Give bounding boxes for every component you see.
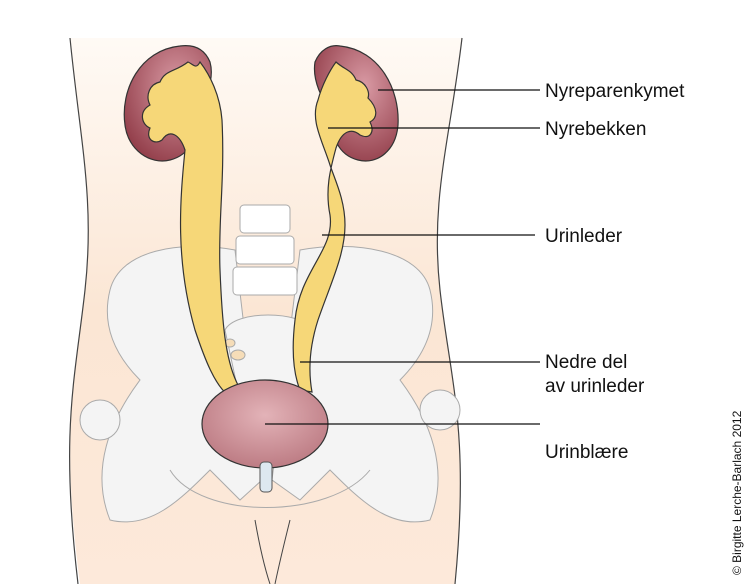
torso-right-edge	[436, 37, 463, 584]
legs-outline	[254, 519, 291, 584]
spine	[224, 204, 298, 361]
right-pelvis-ureter	[292, 61, 377, 393]
label-ureter: Urinleder	[545, 226, 623, 247]
urethra	[259, 461, 273, 493]
label-bladder: Urinblære	[545, 442, 628, 463]
label-renal-parenchyma: Nyreparenkymet	[545, 81, 685, 102]
left-pelvis-ureter	[141, 60, 239, 396]
label-lower-ureter-line1: Nedre del	[545, 352, 627, 373]
label-lower-ureter-line2: av urinleder	[545, 376, 645, 397]
leader-lines	[265, 89, 540, 425]
torso-left-edge	[68, 37, 89, 584]
label-renal-pelvis: Nyrebekken	[545, 119, 646, 140]
copyright: © Birgitte Lerche-Barlach 2012	[730, 410, 744, 575]
